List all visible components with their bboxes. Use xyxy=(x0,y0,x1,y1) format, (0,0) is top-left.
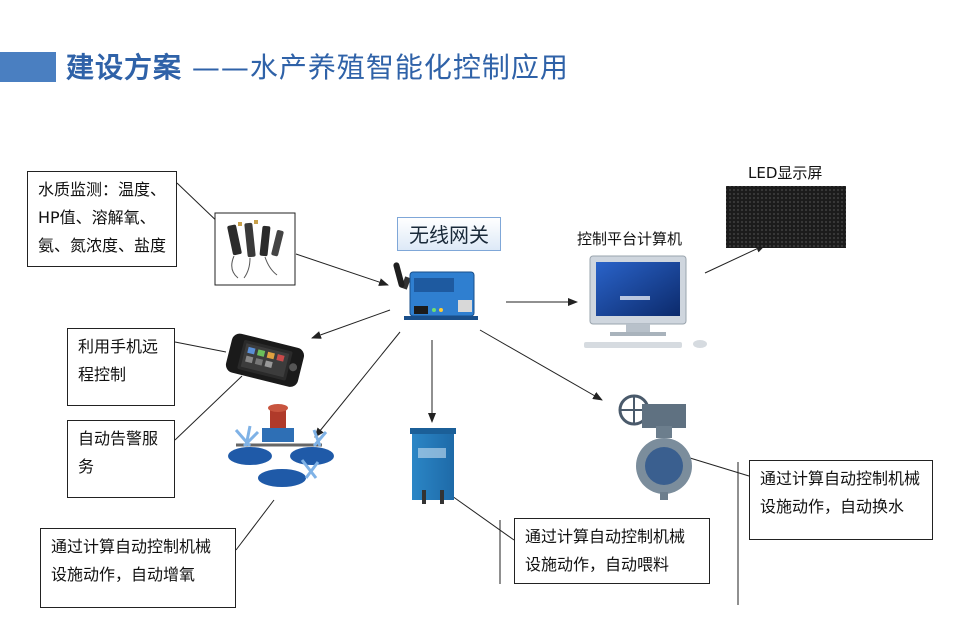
mobile-phone-icon xyxy=(225,333,305,387)
gateway-label: 无线网关 xyxy=(397,217,501,251)
water-quality-sensor-icon xyxy=(214,212,296,286)
water-quality-box: 水质监测：温度、 HP值、溶解氧、 氨、氮浓度、盐度 xyxy=(27,171,177,267)
box-line: 务 xyxy=(78,457,95,476)
box-line: 通过计算自动控制机械 xyxy=(51,537,212,556)
feeding-box: 通过计算自动控制机械 设施动作，自动喂料 xyxy=(514,518,710,584)
arrow-computer-to-led xyxy=(704,244,766,274)
led-display-icon xyxy=(726,186,846,248)
title-rest: ——水产养殖智能化控制应用 xyxy=(182,51,569,84)
arrow-gateway-to-phone xyxy=(311,309,391,339)
computer-label: 控制平台计算机 xyxy=(577,230,683,248)
connector-line xyxy=(689,457,750,477)
box-line: 水质监测：温度、 xyxy=(38,180,167,199)
box-line: 自动告警服 xyxy=(78,429,159,448)
wireless-gateway-icon xyxy=(393,262,478,320)
title-strong: 建设方案 xyxy=(66,51,183,84)
box-line: 利用手机远 xyxy=(78,337,159,356)
aerator-icon xyxy=(228,404,334,487)
box-line: 通过计算自动控制机械 xyxy=(760,469,921,488)
computer-monitor-icon xyxy=(584,255,707,348)
alarm-box: 自动告警服 务 xyxy=(67,420,175,498)
feeder-box-icon xyxy=(410,428,456,504)
arrow-sensor-to-gateway xyxy=(295,253,389,286)
water-change-box: 通过计算自动控制机械 设施动作，自动换水 xyxy=(749,460,933,540)
connector-line xyxy=(174,341,227,353)
box-line: 氨、氮浓度、盐度 xyxy=(38,236,167,255)
box-line: 设施动作，自动喂料 xyxy=(525,555,670,574)
connector-line xyxy=(451,495,515,541)
mobile-control-box: 利用手机远 程控制 xyxy=(67,328,175,406)
arrow-gateway-to-valve xyxy=(479,329,603,401)
connector-line xyxy=(235,499,275,551)
oxygen-box: 通过计算自动控制机械 设施动作，自动增氧 xyxy=(40,528,236,608)
box-line: HP值、溶解氧、 xyxy=(38,208,156,227)
arrow-gateway-to-aerator xyxy=(314,331,401,438)
box-line: 程控制 xyxy=(78,365,127,384)
connector-line xyxy=(174,375,243,441)
page-title: 建设方案 ——水产养殖智能化控制应用 xyxy=(66,48,569,88)
title-accent-bar xyxy=(0,52,56,82)
led-label: LED显示屏 xyxy=(748,164,823,182)
box-line: 设施动作，自动增氧 xyxy=(51,565,196,584)
box-line: 通过计算自动控制机械 xyxy=(525,527,686,546)
butterfly-valve-icon xyxy=(618,394,692,500)
box-line: 设施动作，自动换水 xyxy=(760,497,905,516)
